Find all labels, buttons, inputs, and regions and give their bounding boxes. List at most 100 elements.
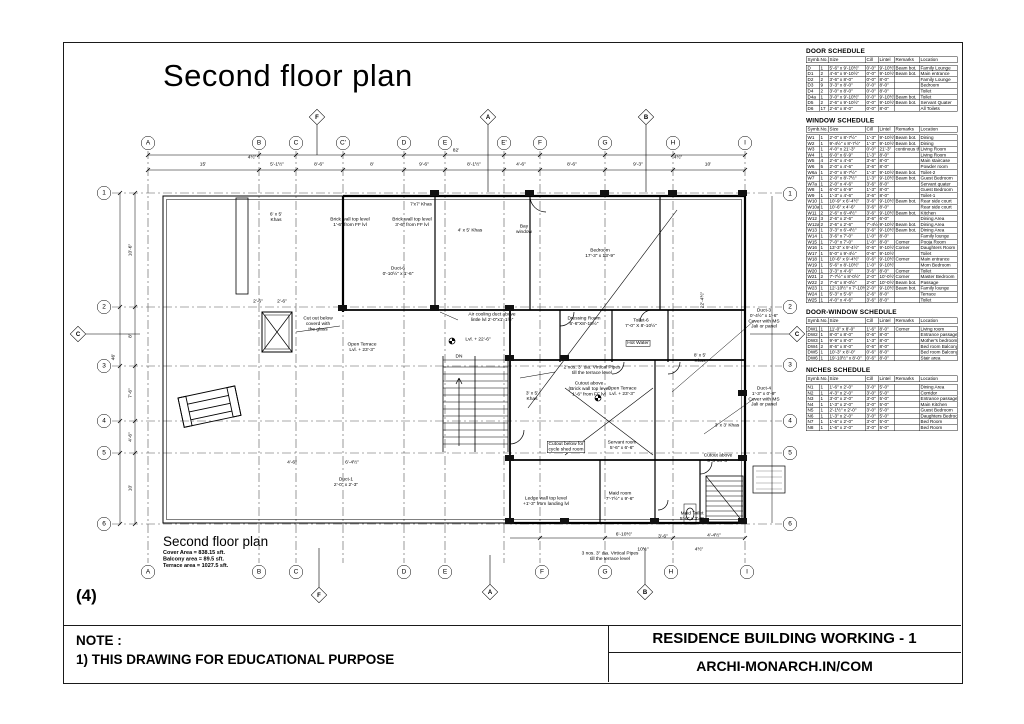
- schedule-cell: Entrance passage: [919, 395, 958, 402]
- schedule-cell: 9'-10½": [878, 70, 895, 77]
- schedule-cell: 9'-10½": [878, 64, 895, 72]
- schedule-cell: Beam bot.: [894, 169, 920, 176]
- schedule-header-cell: Symb.No.: [806, 126, 829, 133]
- schedule-cell: Beam bot.: [894, 175, 920, 182]
- schedule-cell: Bedroom: [919, 82, 958, 89]
- schedule-cell: Stair area: [919, 354, 958, 362]
- schedule-header-cell: Location: [919, 56, 958, 63]
- schedule-cell: [894, 296, 920, 304]
- schedule-cell: 5'-0": [878, 424, 895, 431]
- schedule-cell: 9'-10½": [878, 209, 895, 217]
- page-title: Second floor plan: [163, 58, 413, 93]
- schedule-cell: 9'-10½": [878, 244, 895, 251]
- schedule-cell: Guest Bedroom: [919, 186, 958, 193]
- schedule-header-cell: Location: [919, 317, 958, 324]
- schedule-header-cell: Symb.No.: [806, 375, 829, 382]
- schedule-cell: Beam bot.: [894, 140, 920, 147]
- schedule-cell: Beam bot.: [894, 285, 920, 292]
- schedule-cell: Passage: [919, 279, 958, 286]
- schedule-cell: 3'-0": [865, 424, 879, 431]
- schedule-cell: Beam bot.: [894, 227, 920, 234]
- schedule-cell: 9'-10½": [878, 169, 895, 176]
- schedule-cell: Guest Bedroom: [919, 175, 958, 182]
- schedule-cell: Toilet: [919, 93, 958, 101]
- note-line: 1) THIS DRAWING FOR EDUCATIONAL PURPOSE: [76, 652, 395, 667]
- schedule-header-cell: Symb.No.: [806, 317, 829, 324]
- schedule-cell: [894, 105, 920, 112]
- schedule-cell: Entrance passage: [919, 331, 958, 338]
- titleblock-vertical-divider: [608, 625, 609, 682]
- note-block: NOTE : 1) THIS DRAWING FOR EDUCATIONAL P…: [76, 631, 394, 669]
- schedule-cell: 1: [819, 424, 829, 431]
- schedule-cell: Mother's bedroom: [919, 337, 958, 344]
- schedule-cell: 9'-10½": [878, 285, 895, 292]
- schedule-cell: Servant Quater: [919, 99, 958, 106]
- schedule-cell: Living room: [919, 325, 958, 333]
- schedule-cell: 4'-0" x 4'-6": [828, 296, 866, 304]
- schedule-cell: 19'-10½" x 8'-0": [828, 354, 866, 362]
- schedule-cell: Master Bedroom: [919, 273, 958, 280]
- schedule-cell: Toilet: [919, 87, 958, 95]
- schedule-header-cell: Symb.No.: [806, 56, 829, 63]
- schedule-cell: Rear side court: [919, 204, 958, 211]
- schedule-cell: 9'-10½": [878, 93, 895, 101]
- schedule-cell: Beam bot.: [894, 279, 920, 286]
- schedule-cell: 12'-10½" x 7'-10½": [828, 285, 866, 292]
- schedule-cell: 9'-10½": [878, 134, 895, 141]
- schedule-cell: 10'-0½": [878, 273, 895, 280]
- schedule-cell: 8'-0": [878, 296, 895, 304]
- schedule-cell: DW1: [806, 325, 820, 333]
- schedule-cell: Corridor: [919, 389, 958, 397]
- schedule-cell: continous thru GF & FF: [894, 146, 920, 153]
- schedule-cell: W10a: [806, 204, 820, 211]
- schedule-header-cell: Location: [919, 126, 958, 133]
- schedule-cell: Terrace: [919, 290, 958, 298]
- titleblock-row-divider: [608, 652, 961, 653]
- schedule-cell: 10'-0½": [878, 279, 895, 286]
- sheet-border: [63, 42, 963, 684]
- note-title: NOTE :: [76, 633, 122, 648]
- schedule-cell: Dining Area: [919, 383, 958, 391]
- schedule-cell: Beam bot.: [894, 93, 920, 101]
- schedule-cell: Beam bot.: [894, 99, 920, 106]
- schedule-cell: DW3: [806, 337, 820, 344]
- niches-schedule-title: NICHES SCHEDULE: [806, 366, 871, 374]
- schedule-cell: [894, 354, 920, 362]
